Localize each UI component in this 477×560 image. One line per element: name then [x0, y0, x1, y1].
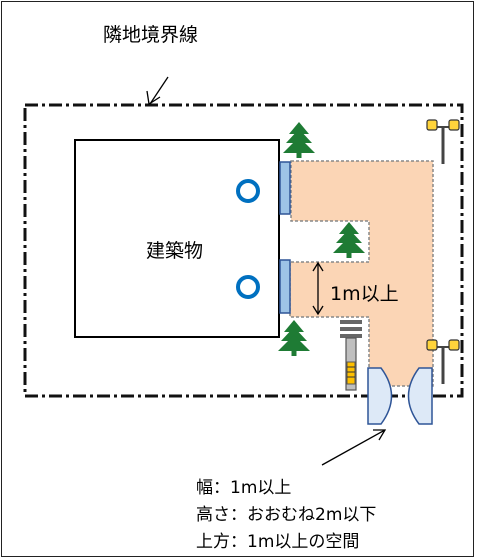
tree-icon — [283, 122, 315, 158]
utility-pole-icon — [340, 320, 362, 391]
clearance-dimension-arrow — [312, 261, 324, 316]
building — [74, 139, 280, 338]
building-label: 建築物 — [146, 240, 204, 262]
boundary-label: 隣地境界線 — [103, 24, 199, 46]
tree-icon — [333, 222, 365, 258]
passage-area — [289, 160, 434, 387]
clearance-label: 1m以上 — [330, 283, 399, 305]
tree-icon — [278, 320, 310, 356]
window-icon — [279, 259, 291, 314]
boundary-pointer-arrow — [146, 76, 169, 106]
notes-pointer-arrow — [321, 429, 387, 466]
circle-mark-icon — [236, 275, 260, 299]
requirement-notes: 幅：1m以上 高さ：おおむね2m以下 上方：1m以上の空間 — [196, 475, 376, 556]
circle-mark-icon — [236, 179, 260, 203]
property-boundary-line — [23, 103, 464, 398]
note-overhead: 上方：1m以上の空間 — [196, 532, 360, 552]
window-icon — [279, 161, 291, 215]
note-height: 高さ：おおむね2m以下 — [196, 505, 377, 525]
note-width: 幅：1m以上 — [196, 478, 292, 498]
gate-icon — [367, 367, 433, 425]
street-light-icon — [425, 118, 461, 166]
